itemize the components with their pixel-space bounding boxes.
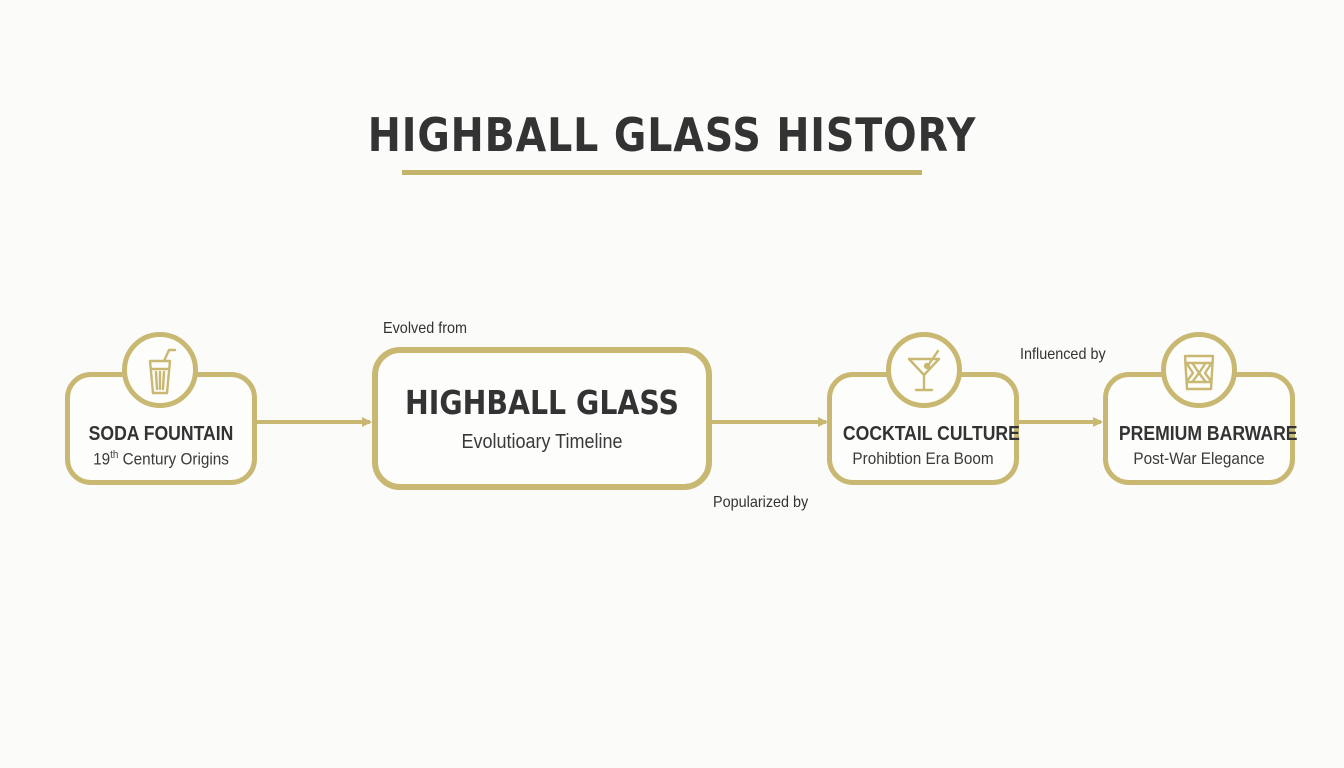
title-underline [402, 170, 922, 175]
edge-label-evolved-from: Evolved from [383, 320, 468, 337]
martini-glass-icon [886, 332, 962, 408]
node-subtitle: Prohibtion Era Boom [852, 449, 994, 468]
node-soda-fountain: SODA FOUNTAIN 19th Century Origins [65, 372, 257, 485]
subtitle-text: Century Origins [118, 449, 229, 469]
node-highball-glass: HIGHBALL GLASS Evolutioary Timeline [372, 347, 712, 490]
subtitle-superscript: th [110, 449, 119, 461]
page-title: HIGHBALL GLASS HISTORY [367, 108, 977, 162]
node-title: SODA FOUNTAIN [88, 423, 234, 445]
node-premium-barware: PREMIUM BARWARE Post-War Elegance [1103, 372, 1298, 485]
node-title: COCKTAIL CULTURE [842, 423, 1020, 445]
node-title: HIGHBALL GLASS [405, 383, 679, 422]
subtitle-number: 19 [93, 449, 111, 469]
edge-label-popularized-by: Popularized by [713, 494, 809, 511]
node-cocktail-culture: COCKTAIL CULTURE Prohibtion Era Boom [827, 372, 1020, 485]
node-subtitle: Post-War Elegance [1133, 449, 1265, 468]
soda-glass-with-straw-icon [122, 332, 198, 408]
node-title: PREMIUM BARWARE [1118, 423, 1298, 445]
node-subtitle: Evolutioary Timeline [461, 431, 623, 453]
edge-label-influenced-by: Influenced by [1020, 346, 1106, 363]
crystal-tumbler-icon [1161, 332, 1237, 408]
node-subtitle: 19th Century Origins [79, 449, 243, 470]
